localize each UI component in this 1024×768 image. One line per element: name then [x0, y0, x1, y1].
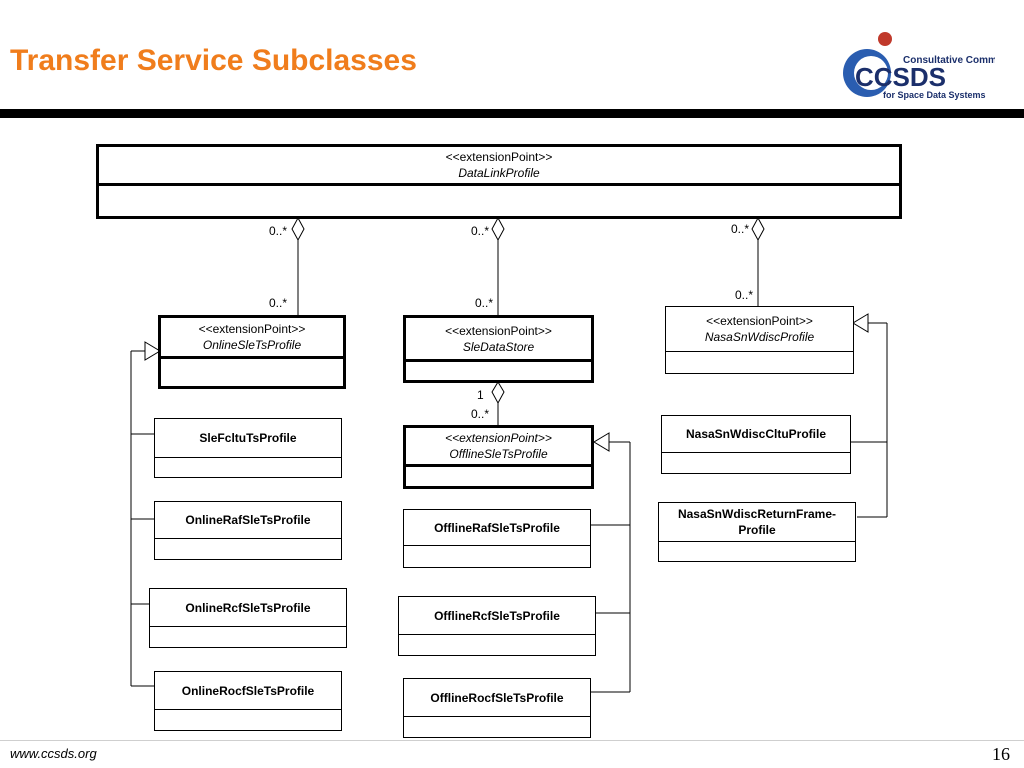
class-stereotype: <<extensionPoint>>: [445, 323, 552, 338]
class-stereotype: <<extensionPoint>>: [445, 150, 553, 164]
ccsds-logo: Consultative Committee CCSDS for Space D…: [833, 28, 1018, 102]
class-attributes: [406, 467, 591, 486]
class-attributes: [404, 546, 590, 567]
class-name: OnlineSleTsProfile: [202, 338, 302, 352]
class-name: SleFcltuTsProfile: [155, 419, 341, 458]
class-offline-raf-sle-ts-profile[interactable]: OfflineRafSleTsProfile: [403, 509, 591, 568]
class-name: OnlineRocfSleTsProfile: [155, 672, 341, 710]
class-offline-rocf-sle-ts-profile[interactable]: OfflineRocfSleTsProfile: [403, 678, 591, 738]
class-attributes: [150, 627, 346, 647]
class-name: OfflineRcfSleTsProfile: [399, 597, 595, 635]
class-nasa-sn-wdisc-return-frame-profile[interactable]: NasaSnWdiscReturnFrame-Profile: [658, 502, 856, 562]
multiplicity-dlp-right: 0..*: [731, 222, 750, 236]
class-attributes: [155, 539, 341, 559]
class-name: OfflineRocfSleTsProfile: [404, 679, 590, 717]
multiplicity-offline-top: 0..*: [471, 407, 490, 421]
class-online-raf-sle-ts-profile[interactable]: OnlineRafSleTsProfile: [154, 501, 342, 560]
class-name: OnlineRafSleTsProfile: [155, 502, 341, 539]
multiplicity-store-top: 0..*: [475, 296, 494, 310]
class-online-rcf-sle-ts-profile[interactable]: OnlineRcfSleTsProfile: [149, 588, 347, 648]
aggregation-diamond-datastore: [491, 216, 505, 242]
class-stereotype: <<extensionPoint>>: [445, 431, 552, 445]
class-attributes: [399, 635, 595, 655]
class-sle-fcltu-ts-profile[interactable]: SleFcltuTsProfile: [154, 418, 342, 478]
class-sle-data-store[interactable]: <<extensionPoint>> SleDataStore: [403, 315, 594, 383]
footer-url[interactable]: www.ccsds.org: [10, 746, 97, 761]
aggregation-diamond-online: [291, 216, 305, 242]
class-attributes: [155, 458, 341, 477]
multiplicity-online-top: 0..*: [269, 296, 288, 310]
class-attributes: [659, 542, 855, 561]
logo-line1: Consultative Committee: [903, 55, 995, 66]
class-name: OfflineSleTsProfile: [449, 447, 548, 461]
class-online-rocf-sle-ts-profile[interactable]: OnlineRocfSleTsProfile: [154, 671, 342, 731]
class-nasa-sn-wdisc-profile[interactable]: <<extensionPoint>> NasaSnWdiscProfile: [665, 306, 854, 374]
class-attributes: [404, 717, 590, 737]
class-data-link-profile[interactable]: <<extensionPoint>> DataLinkProfile: [96, 144, 902, 219]
class-attributes: [99, 186, 899, 216]
multiplicity-nasa-top: 0..*: [735, 288, 754, 302]
page-number: 16: [992, 744, 1010, 764]
slide-title: Transfer Service Subclasses: [10, 44, 417, 77]
class-name: OnlineRcfSleTsProfile: [150, 589, 346, 627]
generalization-arrow-online: [144, 341, 161, 361]
aggregation-diamond-nasa: [751, 216, 765, 242]
class-nasa-sn-wdisc-cltu-profile[interactable]: NasaSnWdiscCltuProfile: [661, 415, 851, 474]
logo-mark: CCSDS: [855, 62, 946, 92]
multiplicity-dlp-left: 0..*: [269, 224, 288, 238]
class-attributes: [155, 710, 341, 730]
class-attributes: [662, 453, 850, 473]
class-name: NasaSnWdiscProfile: [704, 330, 815, 344]
logo-line2: for Space Data Systems: [883, 90, 986, 100]
class-name: OfflineRafSleTsProfile: [404, 510, 590, 546]
class-stereotype: <<extensionPoint>>: [706, 314, 813, 328]
footer-divider: [0, 740, 1024, 741]
aggregation-diamond-offline: [491, 381, 505, 405]
multiplicity-dlp-mid: 0..*: [471, 224, 490, 238]
multiplicity-store-bottom: 1: [477, 388, 484, 402]
class-offline-sle-ts-profile[interactable]: <<extensionPoint>> OfflineSleTsProfile: [403, 425, 594, 489]
class-name: NasaSnWdiscReturnFrame-Profile: [659, 503, 855, 542]
class-attributes: [161, 359, 343, 386]
class-name: DataLinkProfile: [458, 166, 540, 180]
header-divider: [0, 109, 1024, 118]
class-attributes: [666, 352, 853, 373]
class-offline-rcf-sle-ts-profile[interactable]: OfflineRcfSleTsProfile: [398, 596, 596, 656]
generalization-arrow-nasa: [852, 313, 869, 333]
generalization-arrow-offline: [593, 432, 610, 452]
class-online-sle-ts-profile[interactable]: <<extensionPoint>> OnlineSleTsProfile: [158, 315, 346, 389]
class-name: SleDataStore: [462, 339, 535, 354]
class-name: NasaSnWdiscCltuProfile: [662, 416, 850, 453]
class-attributes: [406, 362, 591, 380]
class-stereotype: <<extensionPoint>>: [198, 322, 306, 336]
